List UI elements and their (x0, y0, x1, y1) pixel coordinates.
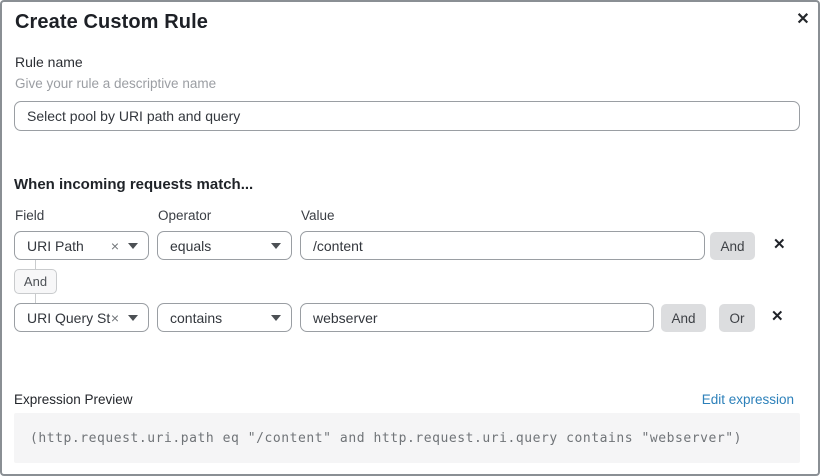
row2-field-dropdown[interactable]: URI Query St... × (14, 303, 149, 332)
row1-operator-value: equals (170, 237, 212, 254)
row1-and-button[interactable]: And (710, 232, 755, 260)
row2-delete-icon[interactable]: ✕ (771, 308, 784, 325)
expression-preview-label: Expression Preview (14, 392, 133, 407)
row1-delete-icon[interactable]: ✕ (773, 236, 786, 253)
page-title: Create Custom Rule (15, 11, 208, 33)
expression-code: (http.request.uri.path eq "/content" and… (30, 430, 743, 446)
chevron-down-icon (128, 242, 138, 249)
expression-code-box: (http.request.uri.path eq "/content" and… (14, 413, 800, 463)
column-label-value: Value (301, 208, 335, 223)
row1-field-value: URI Path (27, 237, 84, 254)
joiner-and-badge: And (14, 269, 57, 294)
edit-expression-link[interactable]: Edit expression (701, 392, 794, 407)
row2-value-input[interactable] (300, 303, 654, 332)
row1-field-clear-icon[interactable]: × (110, 237, 119, 254)
connector-line-top (35, 260, 36, 269)
row2-field-clear-icon[interactable]: × (110, 309, 119, 326)
row1-operator-dropdown[interactable]: equals (157, 231, 292, 260)
row2-field-value: URI Query St... (27, 309, 111, 326)
row2-operator-value: contains (170, 309, 223, 326)
close-icon[interactable]: ✕ (790, 6, 816, 32)
row1-field-dropdown[interactable]: URI Path × (14, 231, 149, 260)
rule-name-helper: Give your rule a descriptive name (15, 76, 217, 91)
rule-name-label: Rule name (15, 54, 83, 70)
chevron-down-icon (128, 314, 138, 321)
row1-value-input[interactable] (300, 231, 705, 260)
column-label-field: Field (15, 208, 45, 223)
chevron-down-icon (271, 242, 281, 249)
row2-operator-dropdown[interactable]: contains (157, 303, 292, 332)
matcher-heading: When incoming requests match... (14, 176, 254, 193)
connector-line-bottom (35, 294, 36, 303)
chevron-down-icon (271, 314, 281, 321)
row2-and-button[interactable]: And (661, 304, 706, 332)
column-label-operator: Operator (158, 208, 212, 223)
row2-or-button[interactable]: Or (719, 304, 755, 332)
rule-name-input[interactable] (14, 101, 800, 131)
